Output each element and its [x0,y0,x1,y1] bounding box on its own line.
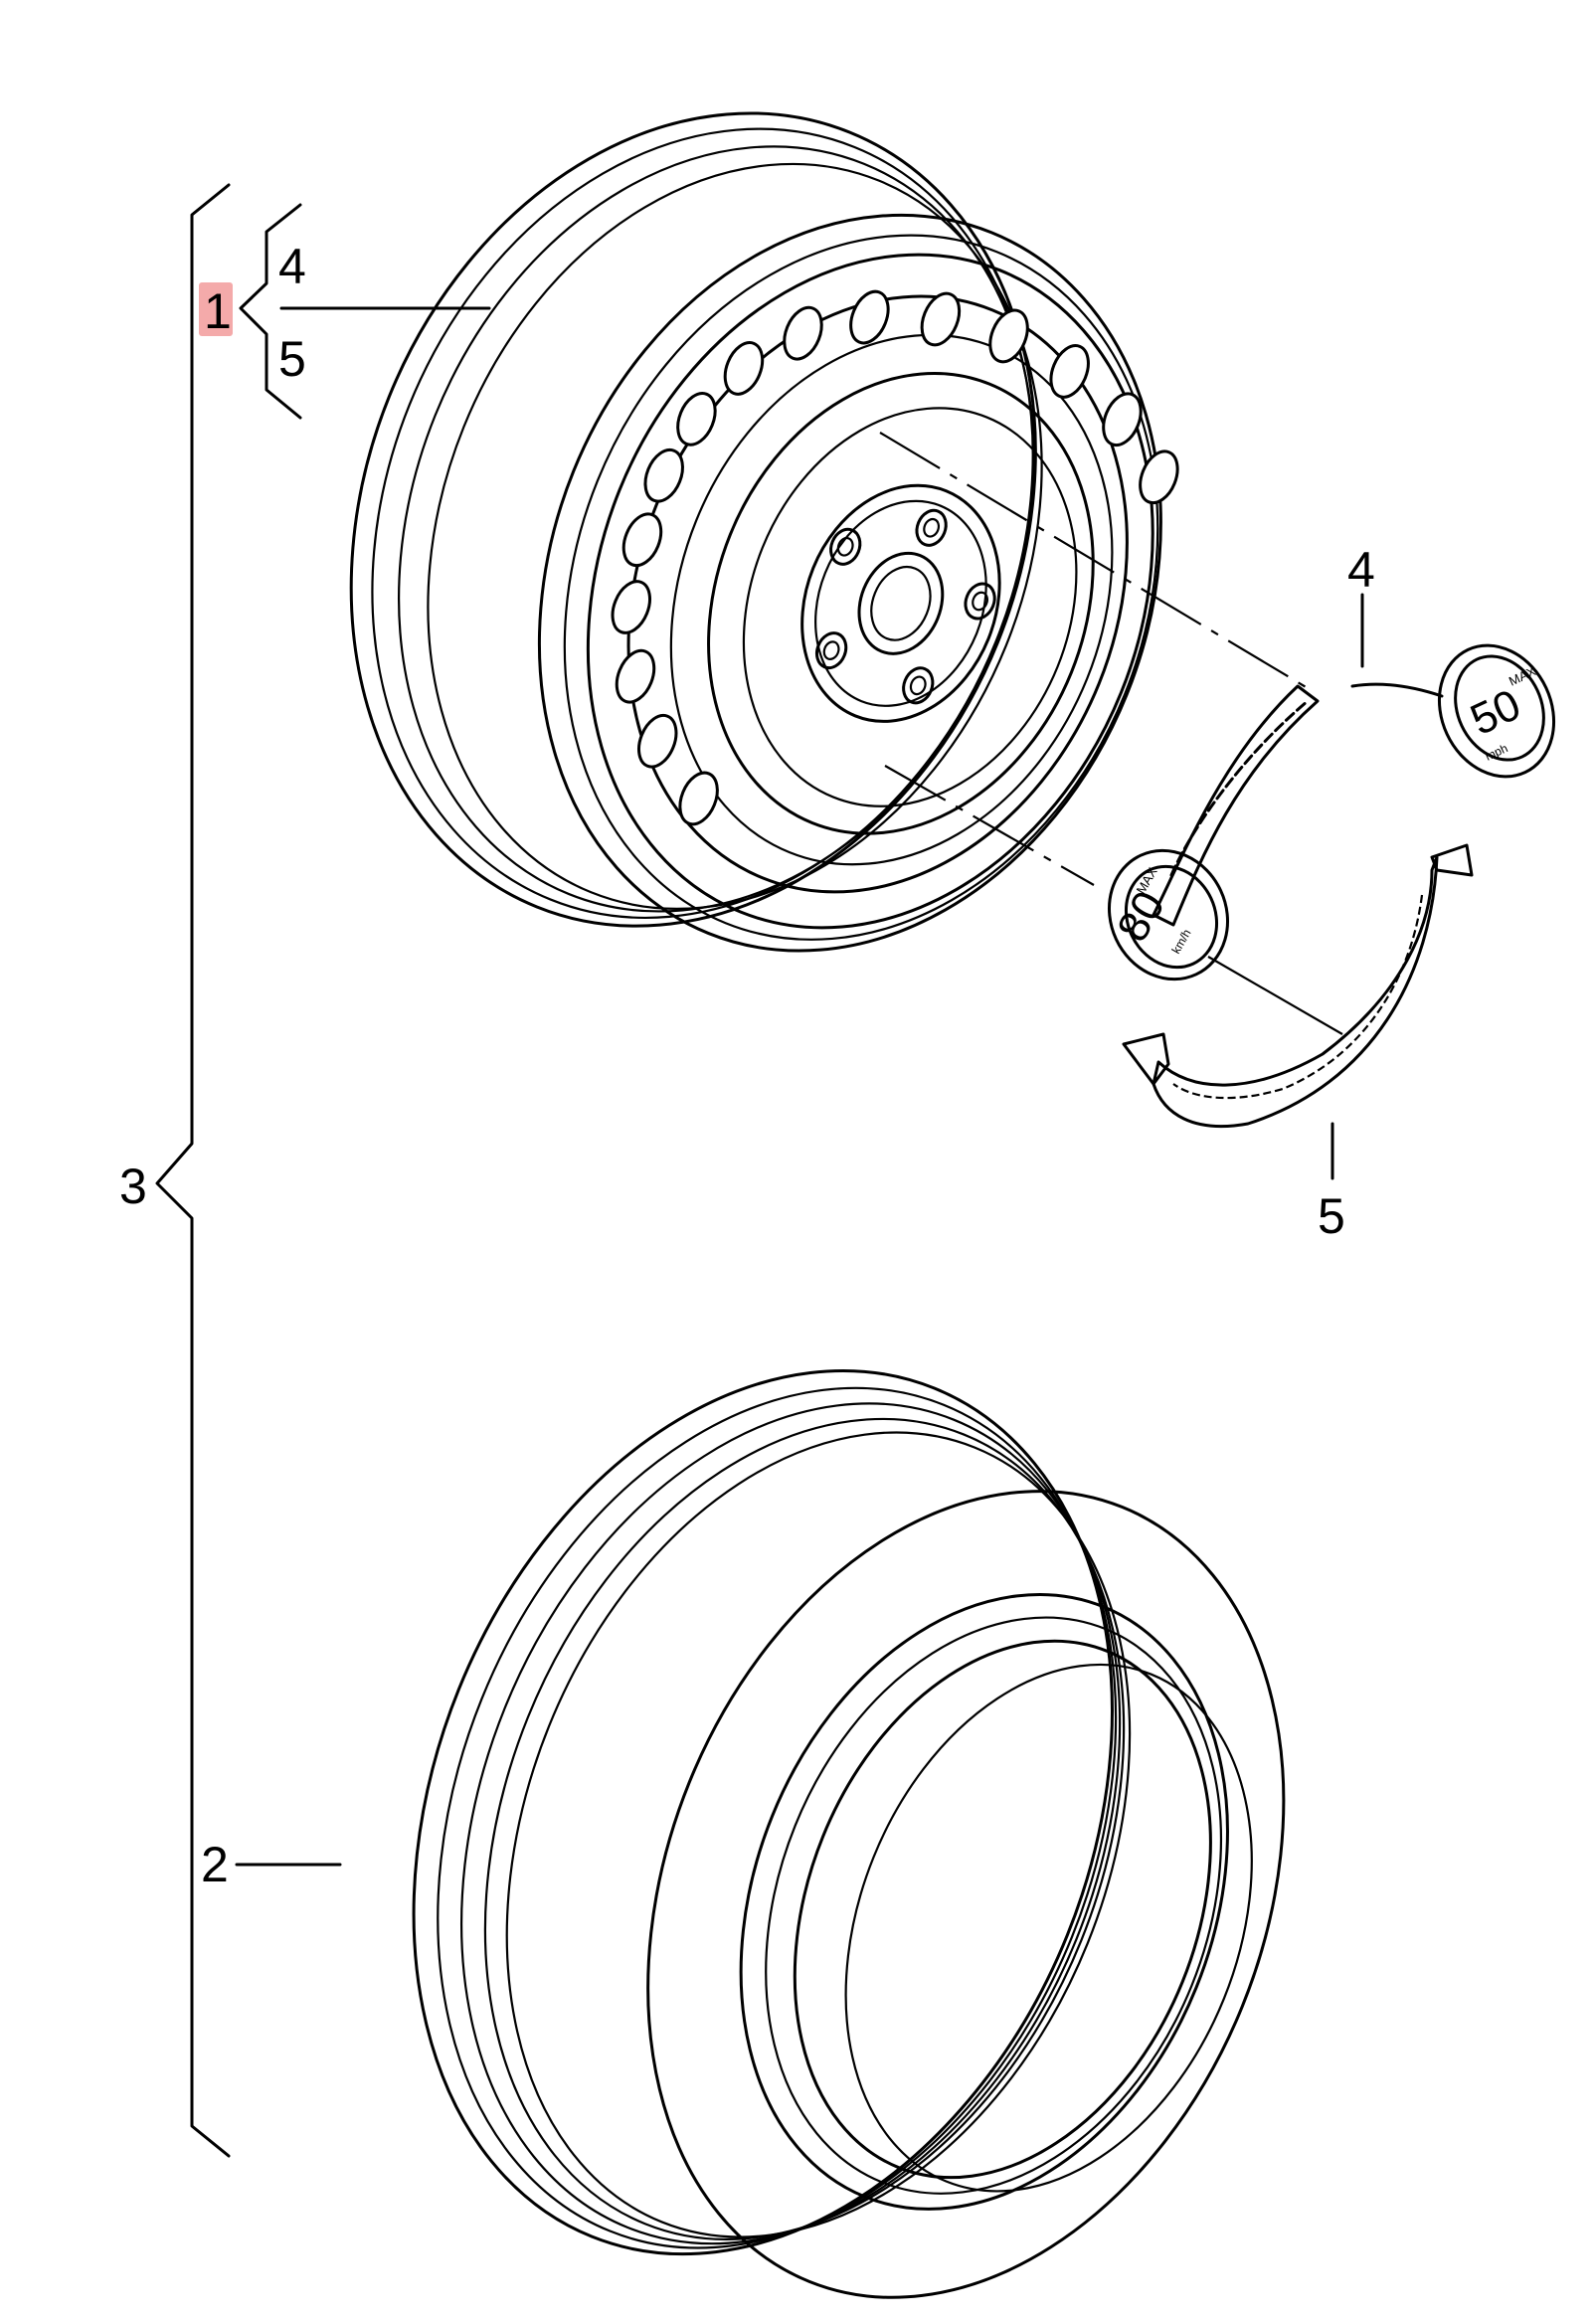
highlight-box [199,282,233,336]
sticker-leaders [1330,593,1364,1180]
callout-part-3: 3 [119,1159,147,1214]
assembly-bracket-3 [155,183,231,2158]
callout-sticker-5: 5 [1318,1188,1345,1244]
vent-holes [611,289,1179,826]
callout-part-1: 1 [204,283,232,339]
sticker-speed-label: 50 [1464,680,1528,745]
callout-part-1-sub-5: 5 [278,331,306,387]
bolt-holes [814,508,996,705]
callout-part-1-sub-4: 4 [278,239,306,294]
tyre [412,1368,1286,2299]
speed-sticker-mph: MAX 50 mph [1152,643,1556,927]
speed-sticker-kmh: MAX 80 km/h [1107,848,1230,982]
arc-sticker-5 [1122,843,1474,1129]
sub-bracket-1 [199,203,491,420]
sticker-unit-label: km/h [1168,927,1193,957]
dash-lines [879,432,1343,1035]
callout-part-2: 2 [201,1837,229,1892]
callout-sticker-4: 4 [1347,542,1375,598]
steel-rim [349,111,1179,953]
